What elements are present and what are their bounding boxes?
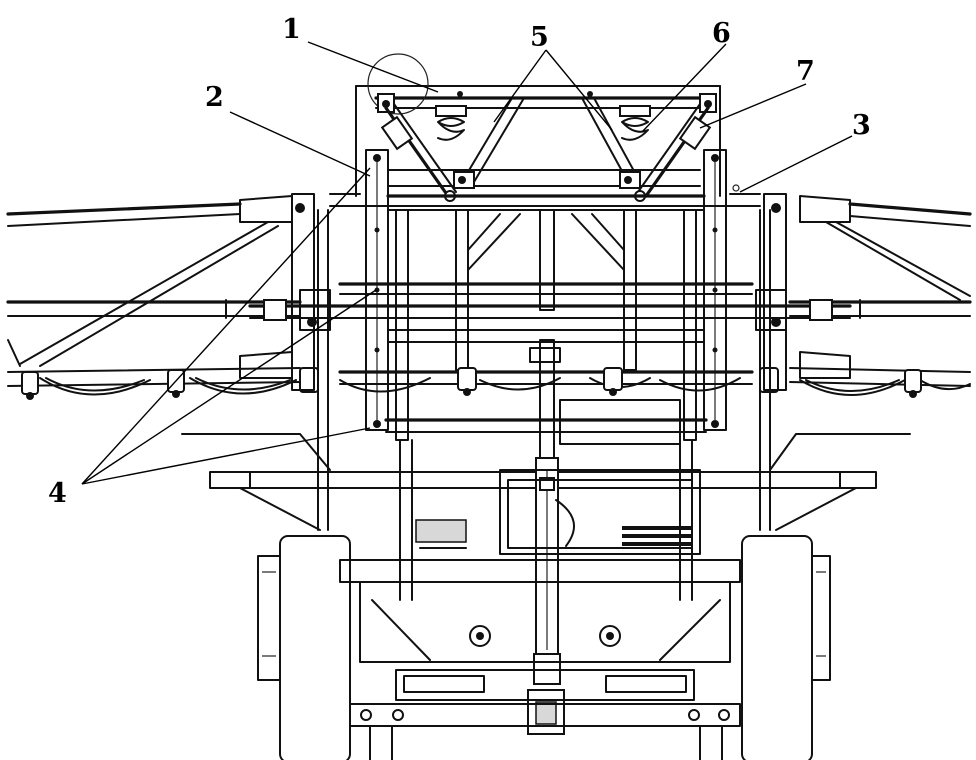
callout-3: 3 <box>852 110 871 141</box>
springs <box>435 105 651 141</box>
central-mast <box>527 339 565 735</box>
callout-6: 6 <box>712 18 731 49</box>
callout-1: 1 <box>282 14 301 45</box>
top-frame <box>355 53 721 197</box>
leader-lines <box>81 41 853 485</box>
lower-body <box>339 439 741 760</box>
callout-7: 7 <box>796 56 815 87</box>
lift-frame-posts <box>365 149 727 431</box>
wheels <box>257 535 831 760</box>
right-boom-arm <box>759 195 972 398</box>
callout-4: 4 <box>48 478 67 509</box>
side-mount-brackets <box>291 193 787 531</box>
callout-labels: 1 2 3 4 5 6 7 <box>48 14 871 509</box>
left-boom-arm <box>6 195 319 400</box>
secondary-frame <box>329 184 761 207</box>
inner-frame <box>248 194 852 441</box>
callout-2: 2 <box>205 82 224 113</box>
callout-5: 5 <box>530 22 549 53</box>
inclined-struts <box>453 97 641 189</box>
